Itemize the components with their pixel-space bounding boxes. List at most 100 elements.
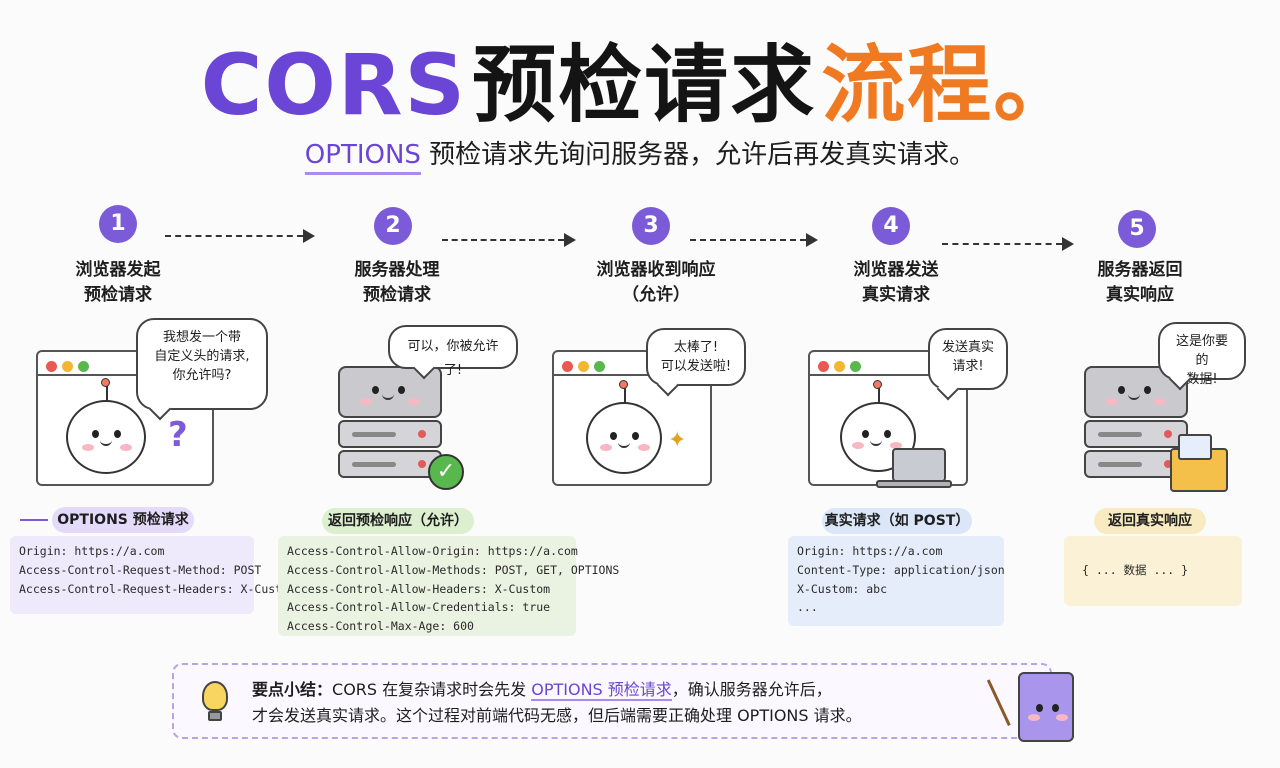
sparkle-icon: ✦ xyxy=(668,428,687,453)
code-line: Access-Control-Allow-Methods: POST, GET,… xyxy=(287,562,620,577)
summary-text: 要点小结：CORS 在复杂请求时会先发 OPTIONS 预检请求，确认服务器允许… xyxy=(252,677,862,729)
step-2-label-line1: 服务器处理 xyxy=(354,260,440,280)
code-box-real-response: { ... 数据 ... } xyxy=(1064,536,1242,606)
browser-titlebar xyxy=(38,352,212,376)
lightbulb-base xyxy=(208,711,222,721)
code-line: Access-Control-Allow-Credentials: true xyxy=(287,600,551,615)
arrow-3-4 xyxy=(690,233,818,247)
page-title: CORS 预检请求 流程。 xyxy=(0,18,1280,139)
summary-line1: 要点小结：CORS 在复杂请求时会先发 OPTIONS 预检请求，确认服务器允许… xyxy=(252,677,862,703)
code-line: Access-Control-Max-Age: 600 xyxy=(287,619,474,634)
arrow-1-2 xyxy=(165,229,315,243)
summary-label: 要点小结： xyxy=(252,680,333,699)
summary-line2: 才会发送真实请求。这个过程对前端代码无感，但后端需要正确处理 OPTIONS 请… xyxy=(252,706,862,725)
mascot-1 xyxy=(62,378,152,490)
tag-real-request: 真实请求（如 POST） xyxy=(822,508,972,534)
book-mascot-icon xyxy=(1018,672,1074,742)
minimize-dot-icon xyxy=(62,361,73,372)
bubble-1-line2: 自定义头的请求, xyxy=(154,349,250,364)
browser-titlebar xyxy=(554,352,710,376)
check-circle-icon: ✓ xyxy=(428,454,464,490)
document-icon xyxy=(1178,434,1212,460)
mascot-3 xyxy=(582,380,672,490)
code-box-allow-headers: Access-Control-Allow-Origin: https://a.c… xyxy=(278,536,620,636)
code-line: Access-Control-Request-Headers: X-Custom xyxy=(19,581,296,596)
step-1-label-line1: 浏览器发起 xyxy=(75,260,161,280)
step-5-label-line1: 服务器返回 xyxy=(1097,260,1183,280)
maximize-dot-icon xyxy=(594,361,605,372)
code-line: Origin: https://a.com xyxy=(797,544,943,558)
server-icon-2 xyxy=(338,366,442,490)
subtitle-highlight: OPTIONS xyxy=(304,140,421,175)
tag-real-response: 返回真实响应 xyxy=(1094,508,1206,534)
step-2-label-line2: 预检请求 xyxy=(363,285,431,305)
bubble-4-line1: 发送真实 xyxy=(941,340,994,355)
step-1-label: 浏览器发起 预检请求 xyxy=(33,258,203,308)
arrow-4-5 xyxy=(942,237,1074,251)
bubble-1-line3: 你允许吗? xyxy=(172,368,232,383)
step-4-number: 4 xyxy=(872,207,910,245)
minimize-dot-icon xyxy=(578,361,589,372)
browser-titlebar xyxy=(810,352,966,376)
title-cors: CORS xyxy=(200,36,467,134)
step-3-label: 浏览器收到响应 （允许） xyxy=(571,258,741,308)
code-line: Access-Control-Allow-Origin: https://a.c… xyxy=(287,544,578,558)
code-line: ... xyxy=(797,600,818,615)
bubble-1-line1: 我想发一个带 xyxy=(162,330,241,345)
bubble-5-line2: 数据! xyxy=(1186,372,1218,387)
step-1-label-line2: 预检请求 xyxy=(84,285,152,305)
title-main: 预检请求 xyxy=(472,36,817,134)
subtitle: OPTIONS 预检请求先询问服务器，允许后再发真实请求。 xyxy=(0,134,1280,175)
bubble-3-line1: 太棒了! xyxy=(673,340,719,355)
step-3-label-line1: 浏览器收到响应 xyxy=(596,260,716,280)
laptop-icon xyxy=(892,448,946,482)
code-line: X-Custom: abc xyxy=(797,581,888,596)
bubble-3-line2: 可以发送啦! xyxy=(660,359,732,374)
code-box-request-headers: Origin: https://a.com Access-Control-Req… xyxy=(10,536,296,614)
minimize-dot-icon xyxy=(834,361,845,372)
speech-bubble-4: 发送真实 请求! xyxy=(928,328,1008,401)
step-2-label: 服务器处理 预检请求 xyxy=(312,258,482,308)
maximize-dot-icon xyxy=(78,361,89,372)
speech-bubble-1: 我想发一个带 自定义头的请求, 你允许吗? xyxy=(136,318,268,421)
question-mark-icon: ? xyxy=(168,415,188,455)
summary-text2: ，确认服务器允许后， xyxy=(671,680,832,699)
speech-bubble-2: 可以，你被允许了! xyxy=(388,325,518,380)
mascot-4 xyxy=(836,380,926,480)
arrow-2-3 xyxy=(442,233,576,247)
tag-options-request: OPTIONS 预检请求 xyxy=(52,507,194,533)
summary-text1: CORS 在复杂请求时会先发 xyxy=(332,680,532,699)
step-1-number: 1 xyxy=(99,205,137,243)
bubble-2-line1: 可以，你被允许了! xyxy=(407,339,499,378)
step-3-label-line2: （允许） xyxy=(622,285,690,305)
tag-1-dash xyxy=(20,519,48,521)
bubble-5-line1: 这是你要的 xyxy=(1175,334,1228,368)
laptop-base xyxy=(876,480,952,488)
step-2-number: 2 xyxy=(374,207,412,245)
close-dot-icon xyxy=(46,361,57,372)
summary-highlight: OPTIONS 预检请求 xyxy=(531,680,672,701)
code-line: Origin: https://a.com xyxy=(19,544,165,558)
bubble-4-line2: 请求! xyxy=(952,359,984,374)
code-box-real-request: Origin: https://a.com Content-Type: appl… xyxy=(788,536,1005,626)
step-5-number: 5 xyxy=(1118,210,1156,248)
code-line: Access-Control-Request-Method: POST xyxy=(19,562,262,577)
maximize-dot-icon xyxy=(850,361,861,372)
step-5-label-line2: 真实响应 xyxy=(1106,285,1174,305)
subtitle-text: 预检请求先询问服务器，允许后再发真实请求。 xyxy=(420,140,976,170)
code-line: Access-Control-Allow-Headers: X-Custom xyxy=(287,581,551,596)
step-4-label-line1: 浏览器发送 xyxy=(853,260,939,280)
step-4-label-line2: 真实请求 xyxy=(862,285,930,305)
close-dot-icon xyxy=(818,361,829,372)
step-4-label: 浏览器发送 真实请求 xyxy=(811,258,981,308)
code-line: Content-Type: application/json xyxy=(797,562,1005,577)
speech-bubble-5: 这是你要的 数据! xyxy=(1158,322,1246,391)
close-dot-icon xyxy=(562,361,573,372)
title-flow: 流程。 xyxy=(821,36,1080,134)
summary-box: 要点小结：CORS 在复杂请求时会先发 OPTIONS 预检请求，确认服务器允许… xyxy=(172,663,1052,739)
step-3-number: 3 xyxy=(632,207,670,245)
step-5-label: 服务器返回 真实响应 xyxy=(1055,258,1225,308)
lightbulb-icon xyxy=(202,681,228,711)
speech-bubble-3: 太棒了! 可以发送啦! xyxy=(646,328,746,397)
tag-preflight-response: 返回预检响应（允许） xyxy=(322,508,474,534)
